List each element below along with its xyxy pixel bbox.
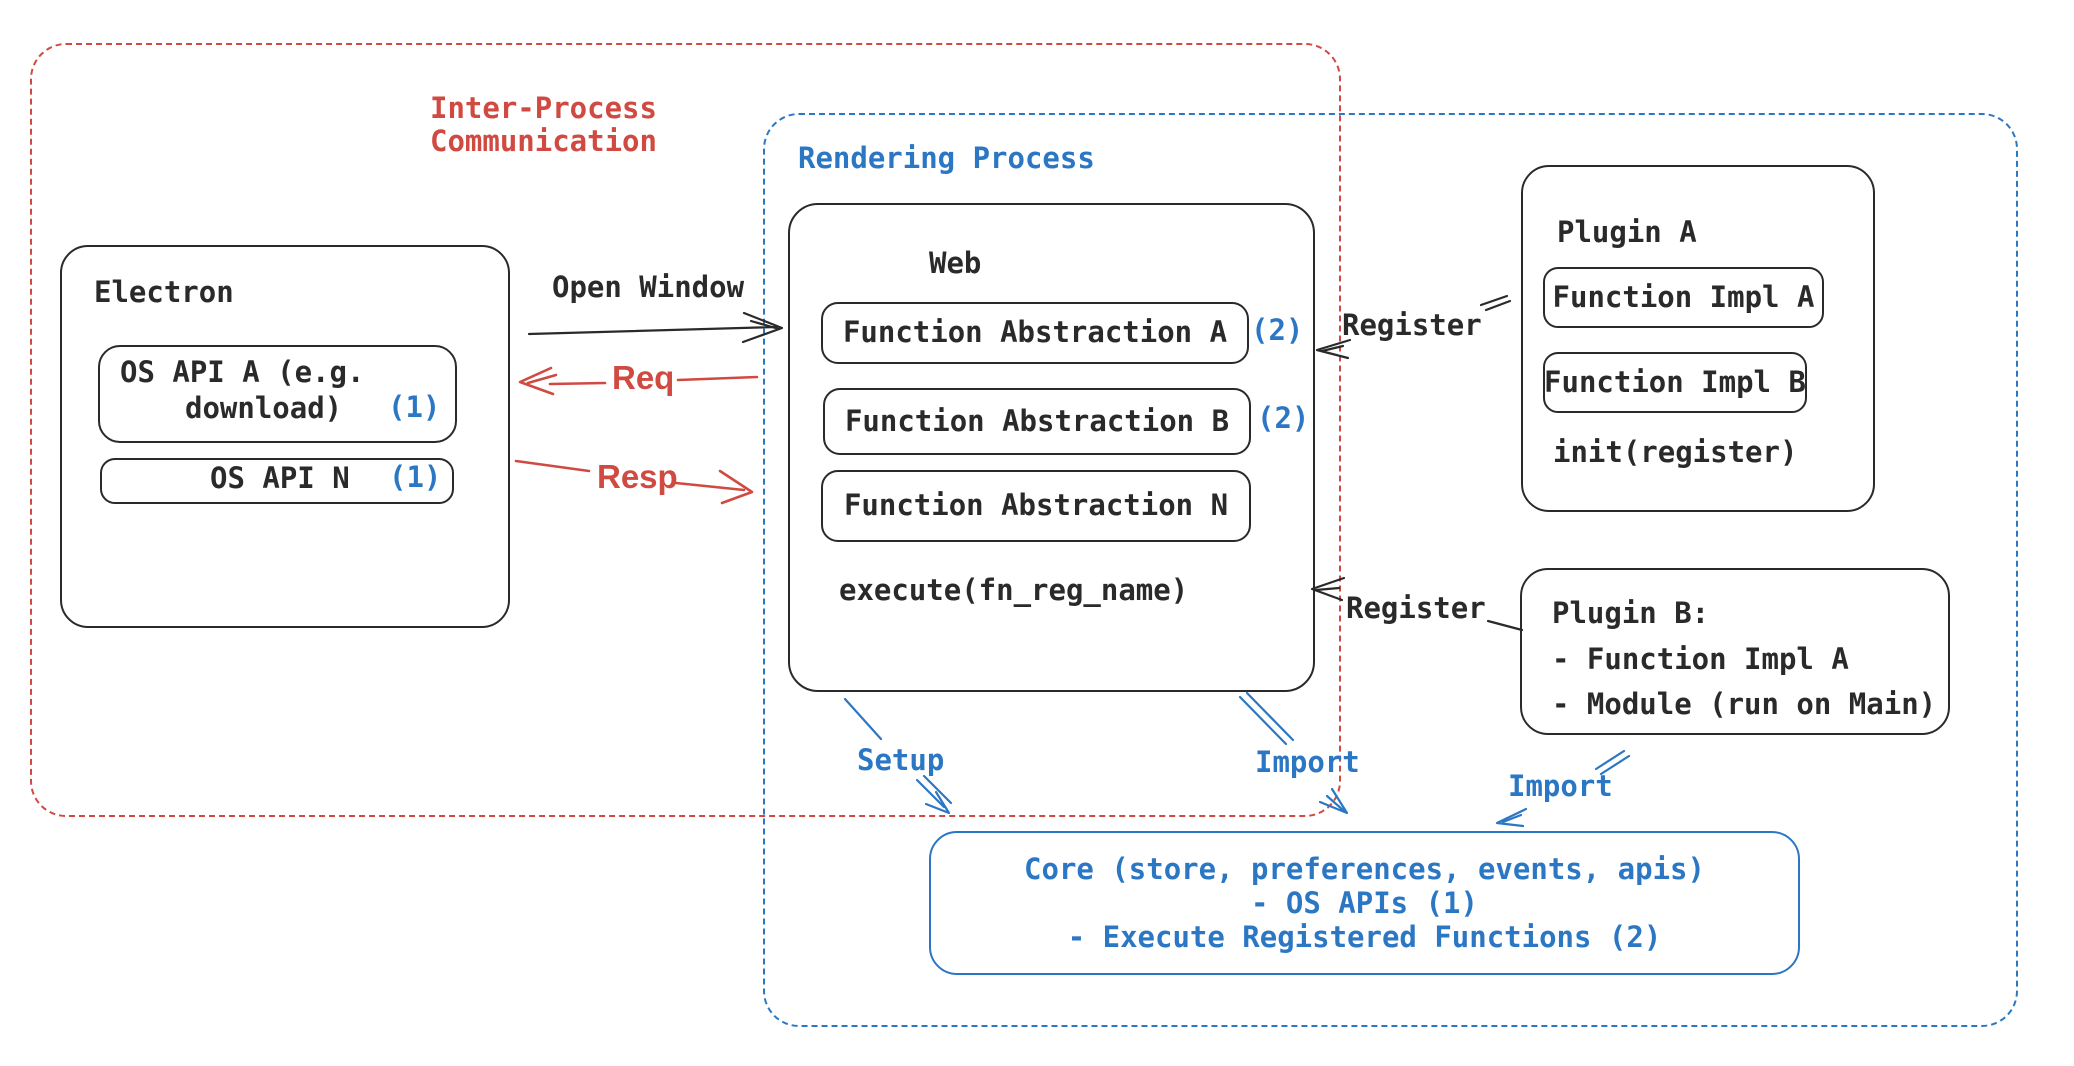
plugin-b-title: Plugin B: [1552,596,1710,630]
rendering-process-dashed-region [763,113,2018,1027]
os-api-a-box [98,345,457,443]
function-abstraction-a-box: Function Abstraction A [821,302,1249,364]
plugin-b-text: Plugin B: - Function Impl A - Module (ru… [1552,591,1936,728]
register-bottom-arrow [1310,576,1524,632]
plugin-a-title: Plugin A [1557,215,1697,249]
ipc-region-label: Inter-Process Communication [430,92,657,158]
electron-title: Electron [94,275,234,309]
register-bottom-label: Register [1346,591,1486,625]
open-window-arrow [527,311,784,344]
web-box [788,203,1315,692]
os-api-n-label: OS API N [210,461,350,495]
plugin-b-item2: - Module (run on Main) [1552,687,1937,721]
os-api-a-line1: OS API A (e.g. [120,355,365,389]
register-top-arrow [1315,294,1512,360]
core-line3: - Execute Registered Functions (2) [1067,920,1662,954]
ipc-label-line1: Inter-Process [430,91,657,125]
setup-arrow [843,697,953,815]
register-top-label: Register [1342,308,1482,342]
function-impl-b-box: Function Impl B [1543,352,1807,413]
function-abstraction-a-label: Function Abstraction A [842,315,1228,350]
core-box: Core (store, preferences, events, apis) … [929,831,1800,975]
function-abstraction-a-badge: (2) [1251,313,1304,347]
import-plugin-label: Import [1508,769,1613,803]
resp-arrow [514,459,754,505]
plugin-b-box [1520,568,1950,735]
function-abstraction-n-box: Function Abstraction N [821,470,1251,542]
os-api-n-badge: (1) [389,460,442,494]
function-impl-b-label: Function Impl B [1544,364,1806,399]
import-web-label: Import [1255,745,1360,779]
electron-box [60,245,510,628]
execute-label: execute(fn_reg_name) [839,573,1189,607]
init-register-label: init(register) [1553,435,1798,469]
setup-label: Setup [857,743,945,777]
open-window-label: Open Window [552,270,745,304]
function-abstraction-b-badge: (2) [1257,401,1310,435]
function-impl-a-box: Function Impl A [1543,267,1824,328]
function-impl-a-label: Function Impl A [1552,279,1815,314]
function-abstraction-n-label: Function Abstraction N [843,488,1229,523]
resp-label: Resp [597,458,678,495]
ipc-label-line2: Communication [430,124,657,158]
plugin-a-box [1521,165,1875,512]
function-abstraction-b-box: Function Abstraction B [823,388,1251,455]
os-api-a-badge: (1) [388,390,441,424]
import-plugin-arrow [1495,749,1631,828]
plugin-b-item1: - Function Impl A [1552,641,1849,676]
req-label: Req [612,359,675,396]
rendering-process-label: Rendering Process [798,141,1095,175]
req-arrow [518,366,759,396]
os-api-a-line2: download) [185,391,343,425]
core-line1: Core (store, preferences, events, apis) [1024,852,1705,886]
web-title: Web [929,246,982,280]
import-web-arrow [1238,691,1349,815]
function-abstraction-b-label: Function Abstraction B [844,403,1230,438]
core-line2: - OS APIs (1) [1251,886,1478,920]
ipc-dashed-region [30,43,1341,817]
os-api-n-box [100,458,454,504]
